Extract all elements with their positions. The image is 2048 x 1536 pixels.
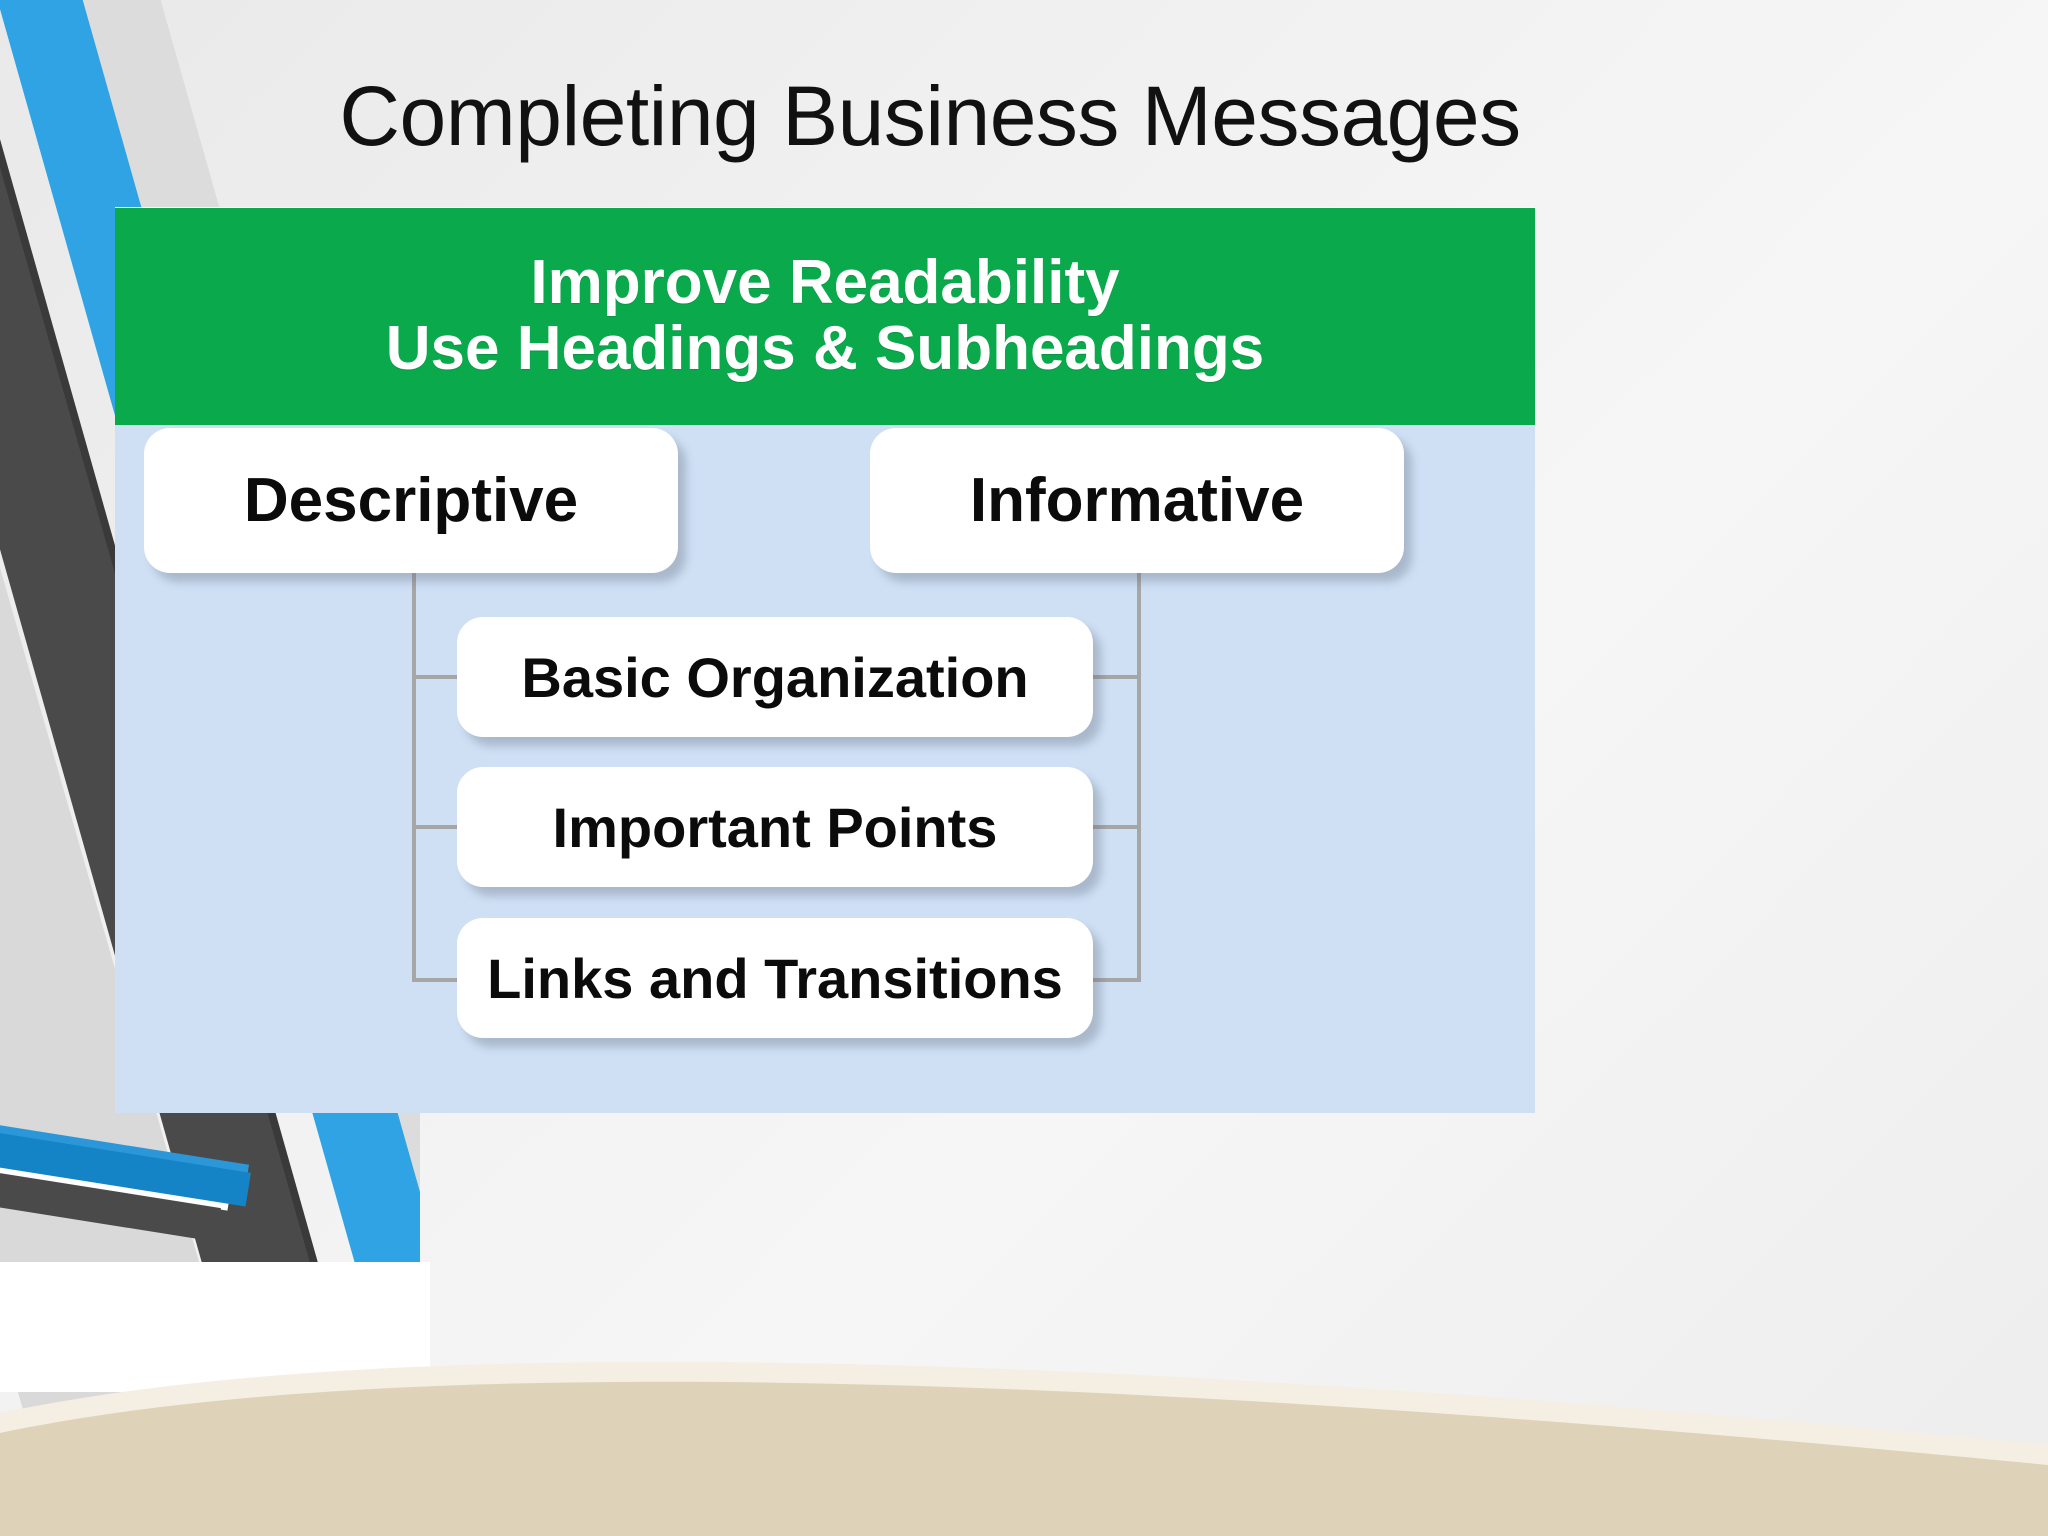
beige-curve-svg xyxy=(0,1361,2048,1536)
node-important-points[interactable]: Important Points xyxy=(457,767,1093,887)
connector-left-trunk xyxy=(412,572,416,982)
banner-line-1: Improve Readability xyxy=(530,248,1120,318)
diagram-header-banner: Improve Readability Use Headings & Subhe… xyxy=(115,207,1535,425)
connector-right-stub-1 xyxy=(1090,675,1141,679)
node-basic-organization-label: Basic Organization xyxy=(521,645,1029,709)
node-informative-label: Informative xyxy=(969,466,1305,535)
connector-left-stub-1 xyxy=(412,675,464,679)
node-descriptive[interactable]: Descriptive xyxy=(144,428,678,573)
page-title: Completing Business Messages xyxy=(339,69,1521,163)
connector-left-stub-2 xyxy=(412,825,464,829)
node-links-and-transitions[interactable]: Links and Transitions xyxy=(457,918,1093,1038)
node-important-points-label: Important Points xyxy=(552,795,998,859)
connector-right-trunk xyxy=(1137,572,1141,982)
connector-right-stub-3 xyxy=(1090,978,1141,982)
node-links-and-transitions-label: Links and Transitions xyxy=(487,946,1063,1010)
bottom-beige-curve xyxy=(0,1361,2048,1536)
diagram-frame: Improve Readability Use Headings & Subhe… xyxy=(115,207,1535,1113)
connector-left-stub-3 xyxy=(412,978,464,982)
node-descriptive-label: Descriptive xyxy=(243,466,579,535)
connector-right-stub-2 xyxy=(1090,825,1141,829)
node-basic-organization[interactable]: Basic Organization xyxy=(457,617,1093,737)
banner-line-2: Use Headings & Subheadings xyxy=(385,314,1265,383)
node-informative[interactable]: Informative xyxy=(870,428,1404,573)
